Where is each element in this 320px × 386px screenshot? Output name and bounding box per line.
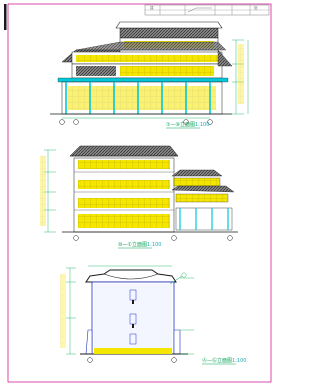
architectural-elevation-sheet: ①—⑩立面图1:100 (4, 3, 272, 383)
binding-margin-bar (4, 4, 7, 30)
elevation-view-3 (60, 265, 194, 363)
elevation-view-1 (50, 21, 249, 125)
title-block-mark-icon (187, 7, 212, 13)
view-3-caption: Ⓐ—Ⓖ立面图1:100 (202, 357, 246, 364)
view-2-caption: ⑩—①立面图1:100 (118, 241, 161, 248)
elevation-view-2 (40, 145, 238, 241)
drawing-frame (7, 3, 272, 383)
title-block (144, 4, 270, 16)
view-1-caption: ①—⑩立面图1:100 (166, 121, 209, 128)
title-block-label-left: 建 (150, 5, 154, 10)
title-block-label-right: 施 (254, 5, 258, 10)
